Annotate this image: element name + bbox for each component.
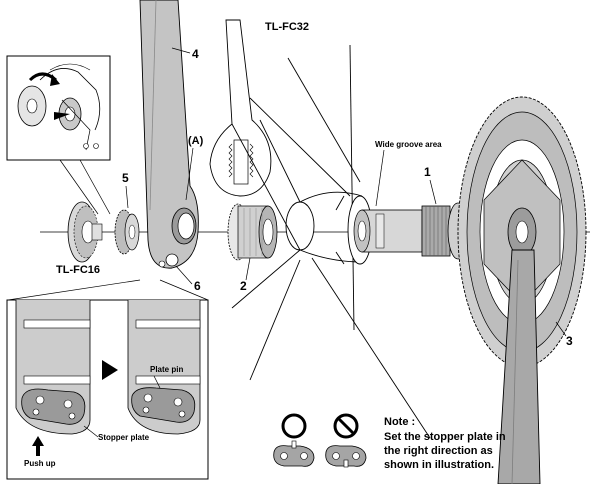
part-2-bb-cup bbox=[227, 203, 278, 261]
tool-tl-fc32 bbox=[209, 19, 272, 197]
label-plate-pin: Plate pin bbox=[150, 365, 183, 374]
note-line-3: shown in illustration. bbox=[384, 459, 494, 471]
inset-rotation-detail bbox=[6, 55, 111, 215]
label-part-1: 1 bbox=[424, 165, 431, 179]
note-title: Note : bbox=[384, 416, 415, 428]
note-correct-orientation bbox=[273, 413, 315, 467]
label-wide-groove: Wide groove area bbox=[375, 140, 442, 149]
push-up-arrow-icon bbox=[32, 436, 44, 456]
note-incorrect-orientation bbox=[325, 413, 367, 468]
label-a: (A) bbox=[188, 135, 204, 147]
label-part-6: 6 bbox=[194, 279, 201, 293]
label-part-4: 4 bbox=[192, 47, 199, 61]
circle-ok-icon bbox=[281, 413, 307, 439]
part-3-chainring bbox=[457, 96, 587, 484]
right-triangle-arrow-icon bbox=[102, 360, 118, 380]
label-part-2: 2 bbox=[240, 279, 247, 293]
tool-tl-fc16 bbox=[67, 201, 103, 263]
label-stopper-plate: Stopper plate bbox=[98, 433, 150, 442]
label-part-3: 3 bbox=[566, 334, 573, 348]
inset-stopper-plate-detail bbox=[6, 279, 209, 480]
push-arrow-icon bbox=[54, 112, 70, 120]
label-tl-fc16: TL-FC16 bbox=[56, 264, 100, 276]
part-4-left-crank-arm bbox=[139, 0, 199, 269]
prohibited-icon bbox=[333, 413, 359, 439]
part-5-crank-cap bbox=[114, 209, 140, 255]
label-push-up: Push up bbox=[24, 459, 56, 468]
label-tl-fc32: TL-FC32 bbox=[265, 21, 309, 33]
note-line-2: the right direction as bbox=[384, 445, 493, 457]
label-part-5: 5 bbox=[122, 171, 129, 185]
note-line-1: Set the stopper plate in bbox=[384, 431, 506, 443]
part-1-spindle bbox=[353, 202, 469, 260]
